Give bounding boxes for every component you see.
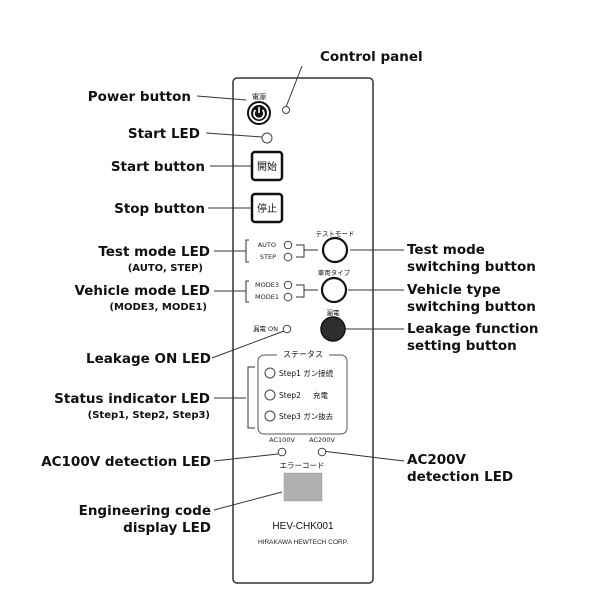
leader-lines bbox=[196, 65, 405, 511]
leakage-function-callout-line1: Leakage function bbox=[407, 321, 539, 337]
status-indicator-led-sub: (Step1, Step2, Step3) bbox=[87, 410, 210, 421]
test-mode-button[interactable] bbox=[321, 236, 349, 264]
ac200v-led bbox=[317, 447, 327, 457]
step1-led bbox=[264, 367, 276, 379]
test-mode-switching-callout-line1: Test mode bbox=[407, 242, 485, 258]
stop-button[interactable] bbox=[250, 192, 284, 224]
leakage-on-led bbox=[282, 324, 292, 334]
start-led-callout: Start LED bbox=[127, 126, 200, 142]
ac100v-label: AC100V bbox=[269, 436, 295, 444]
vehicle-type-switching-callout-line2: switching button bbox=[407, 299, 536, 315]
leakage-function-callout-line2: setting button bbox=[407, 338, 517, 354]
step3-label: Step3 ガン抜去 bbox=[279, 411, 334, 421]
error-code-label: エラーコード bbox=[280, 461, 325, 470]
stop-button-callout: Stop button bbox=[114, 201, 205, 217]
vehicle-type-switching-callout-line1: Vehicle type bbox=[407, 282, 501, 298]
ac100v-detection-led-callout: AC100V detection LED bbox=[41, 454, 211, 470]
step1-label: Step1 ガン接続 bbox=[279, 368, 334, 378]
test-mode-button-label: テストモード bbox=[316, 230, 355, 238]
start-button[interactable] bbox=[250, 150, 284, 182]
model-name: HEV-CHK001 bbox=[272, 521, 334, 532]
start-led bbox=[261, 132, 273, 144]
control-panel-callout: Control panel bbox=[320, 49, 423, 65]
vehicle-type-button[interactable] bbox=[320, 276, 348, 304]
vehicle-type-button-label: 車両タイプ bbox=[318, 268, 351, 277]
leakage-button[interactable] bbox=[320, 316, 346, 342]
power-icon bbox=[253, 107, 265, 120]
mode1-label: MODE1 bbox=[255, 293, 279, 301]
ac200v-callout-line2: detection LED bbox=[407, 469, 514, 485]
stop-button-label: 停止 bbox=[257, 202, 277, 215]
engineering-code-display bbox=[283, 472, 323, 502]
step2-note: 充電 bbox=[313, 390, 328, 400]
start-button-callout: Start button bbox=[110, 159, 205, 175]
status-title: ステータス bbox=[283, 350, 323, 359]
ac200v-callout-line1: AC200V bbox=[407, 452, 466, 468]
step-label: STEP bbox=[260, 253, 276, 261]
mode1-led bbox=[283, 292, 293, 302]
vehicle-mode-led-sub: (MODE3, MODE1) bbox=[109, 302, 207, 313]
mode3-label: MODE3 bbox=[255, 281, 279, 289]
power-button-callout: Power button bbox=[87, 89, 191, 105]
engineering-code-callout-line2: display LED bbox=[123, 520, 211, 536]
ac100v-led bbox=[277, 447, 287, 457]
auto-led bbox=[283, 240, 293, 250]
test-mode-led-callout: Test mode LED bbox=[98, 244, 210, 260]
step-led bbox=[283, 252, 293, 262]
mode3-led bbox=[283, 280, 293, 290]
step2-label: Step2 bbox=[279, 391, 301, 400]
step3-led bbox=[264, 410, 276, 422]
auto-label: AUTO bbox=[258, 241, 276, 249]
power-led bbox=[282, 106, 290, 114]
step2-led bbox=[264, 389, 276, 401]
engineering-code-callout-line1: Engineering code bbox=[78, 503, 211, 519]
test-mode-led-sub: (AUTO, STEP) bbox=[127, 263, 203, 274]
leakage-button-label: 漏電 bbox=[327, 308, 341, 317]
ac200v-label: AC200V bbox=[309, 436, 335, 444]
vehicle-mode-led-callout: Vehicle mode LED bbox=[74, 283, 210, 299]
power-label: 電源 bbox=[252, 92, 266, 101]
leakage-on-led-callout: Leakage ON LED bbox=[86, 351, 211, 367]
status-indicator-led-callout: Status indicator LED bbox=[54, 391, 210, 407]
maker-name: HIRAKAWA HEWTECH CORP. bbox=[258, 539, 348, 546]
test-mode-switching-callout-line2: switching button bbox=[407, 259, 536, 275]
start-button-label: 開始 bbox=[257, 160, 277, 173]
leakage-on-label: 漏電 ON bbox=[253, 324, 278, 333]
